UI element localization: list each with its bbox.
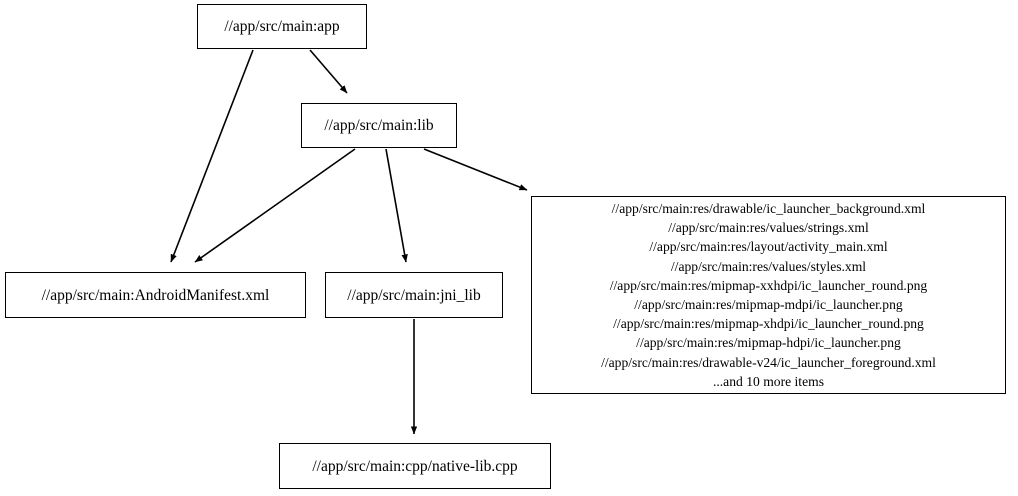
node-native-lib-cpp[interactable]: //app/src/main:cpp/native-lib.cpp bbox=[279, 443, 551, 489]
node-jni-lib[interactable]: //app/src/main:jni_lib bbox=[325, 272, 503, 318]
edge-app-to-lib bbox=[309, 49, 348, 94]
node-app[interactable]: //app/src/main:app bbox=[197, 4, 367, 49]
edge-lib-to-jni-lib bbox=[385, 148, 408, 263]
edge-lib-to-res-bundle bbox=[423, 148, 528, 191]
edge-lib-to-manifest bbox=[194, 148, 356, 263]
node-lib[interactable]: //app/src/main:lib bbox=[301, 103, 457, 148]
node-res-bundle[interactable]: //app/src/main:res/drawable/ic_launcher_… bbox=[531, 196, 1006, 394]
node-android-manifest-xml[interactable]: //app/src/main:AndroidManifest.xml bbox=[5, 272, 306, 318]
edge-app-to-manifest bbox=[170, 49, 254, 263]
